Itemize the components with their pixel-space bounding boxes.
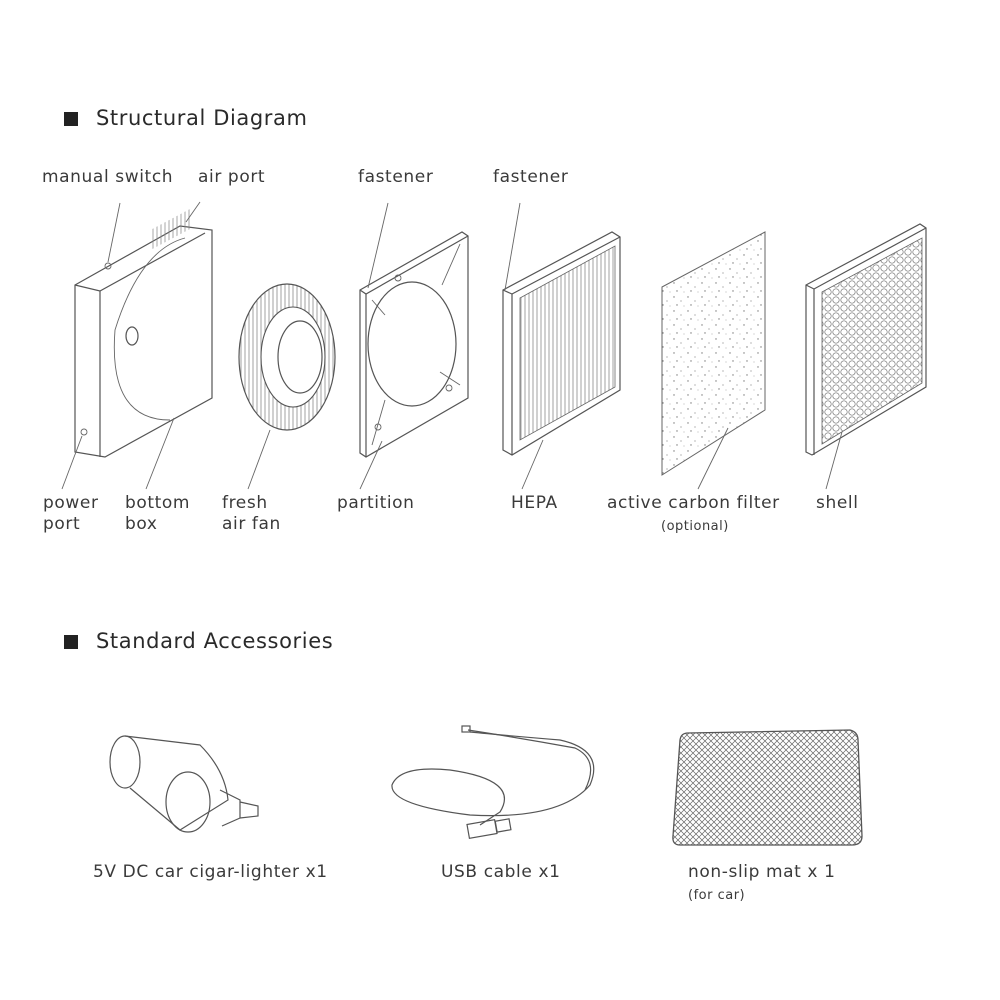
section-bullet	[64, 635, 78, 649]
usb-cable-drawing	[391, 725, 595, 840]
manual-switch-drawing	[104, 262, 112, 270]
cigar-lighter-drawing	[109, 735, 259, 833]
label-fastener-2: fastener	[493, 167, 569, 187]
label-usb-cable: USB cable x1	[441, 862, 561, 882]
shell-drawing	[805, 223, 927, 456]
label-carbon-filter: active carbon filter	[607, 493, 780, 513]
leader-lines	[61, 201, 843, 490]
air-port-grille	[150, 208, 190, 251]
partition-drawing	[359, 231, 469, 458]
label-shell: shell	[816, 493, 859, 513]
non-slip-mat-drawing	[672, 729, 863, 846]
label-carbon-filter-note: (optional)	[661, 519, 729, 534]
hepa-filter-drawing	[502, 231, 621, 456]
power-port-drawing	[80, 428, 88, 436]
section-title-accessories: Standard Accessories	[96, 629, 334, 653]
carbon-filter-drawing	[661, 231, 766, 476]
bottom-box-drawing	[74, 208, 213, 458]
label-non-slip-mat-note: (for car)	[688, 888, 746, 903]
label-hepa: HEPA	[511, 493, 558, 513]
label-manual-switch: manual switch	[42, 167, 174, 187]
section-title-structural: Structural Diagram	[96, 106, 308, 130]
label-air-port: air port	[198, 167, 266, 187]
label-non-slip-mat: non-slip mat x 1	[688, 862, 836, 882]
label-cigar-lighter: 5V DC car cigar-lighter x1	[93, 862, 328, 882]
section-bullet	[64, 112, 78, 126]
label-fastener-1: fastener	[358, 167, 434, 187]
label-partition: partition	[337, 493, 415, 513]
fresh-air-fan-drawing	[238, 283, 336, 431]
